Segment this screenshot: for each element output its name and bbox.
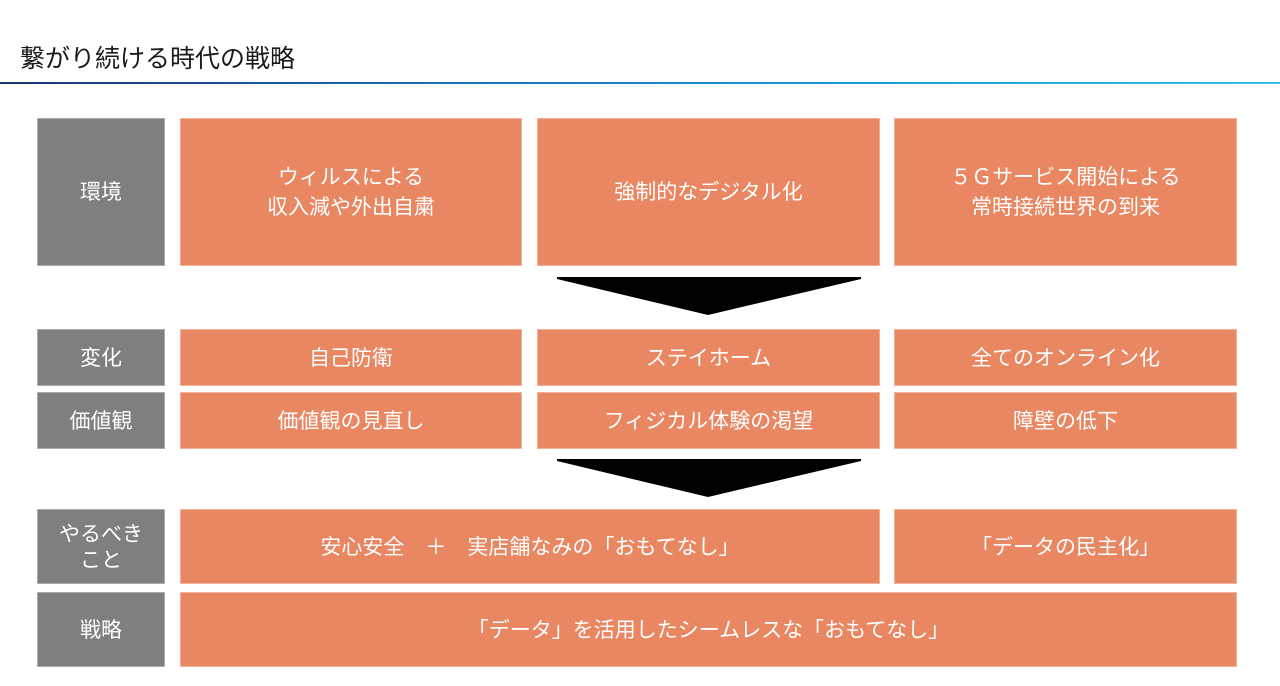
- cell-text: 自己防衛: [309, 345, 393, 370]
- row-label-text: 環境: [80, 180, 122, 204]
- cell-text: 安心安全 ＋ 実店舗なみの「おもてなし」: [320, 534, 740, 559]
- values-cell-physical: フィジカル体験の渇望: [537, 392, 880, 449]
- row-label-text: 価値観: [69, 408, 133, 433]
- row-label-text: やるべき こと: [59, 521, 143, 572]
- environment-cell-digital: 強制的なデジタル化: [537, 118, 880, 266]
- cell-text: ステイホーム: [645, 345, 772, 370]
- row-label-change: 変化: [37, 329, 165, 386]
- title-underline-divider: [0, 82, 1280, 84]
- cell-text: フィジカル体験の渇望: [603, 408, 814, 433]
- row-label-text: 変化: [80, 345, 122, 370]
- environment-cell-5g: ５Ｇサービス開始による 常時接続世界の到来: [894, 118, 1237, 266]
- row-label-text: 戦略: [80, 617, 122, 642]
- change-cell-online: 全てのオンライン化: [894, 329, 1237, 386]
- values-cell-barrier: 障壁の低下: [894, 392, 1237, 449]
- cell-text: 「データの民主化」: [971, 534, 1160, 559]
- environment-cell-virus: ウィルスによる 収入減や外出自粛: [180, 118, 522, 266]
- chevron-down-arrow-icon: [557, 459, 861, 497]
- row-label-strategy: 戦略: [37, 592, 165, 667]
- page-title: 繋がり続ける時代の戦略: [20, 44, 296, 73]
- row-label-values: 価値観: [37, 392, 165, 449]
- todo-cell-data-democratization: 「データの民主化」: [894, 509, 1237, 584]
- change-cell-self-defense: 自己防衛: [180, 329, 522, 386]
- cell-text: ５Ｇサービス開始による 常時接続世界の到来: [950, 165, 1181, 219]
- cell-text: 「データ」を活用したシームレスな「おもてなし」: [467, 617, 950, 642]
- cell-text: 障壁の低下: [1013, 408, 1118, 433]
- cell-text: 強制的なデジタル化: [614, 180, 803, 204]
- row-label-todo: やるべき こと: [37, 509, 165, 584]
- change-cell-stay-home: ステイホーム: [537, 329, 880, 386]
- cell-text: 価値観の見直し: [277, 408, 425, 433]
- chevron-down-arrow-icon: [557, 277, 861, 315]
- todo-cell-omotenashi: 安心安全 ＋ 実店舗なみの「おもてなし」: [180, 509, 880, 584]
- cell-text: 全てのオンライン化: [971, 345, 1160, 370]
- strategy-cell-seamless: 「データ」を活用したシームレスな「おもてなし」: [180, 592, 1237, 667]
- cell-text: ウィルスによる 収入減や外出自粛: [267, 165, 435, 219]
- values-cell-review: 価値観の見直し: [180, 392, 522, 449]
- row-label-environment: 環境: [37, 118, 165, 266]
